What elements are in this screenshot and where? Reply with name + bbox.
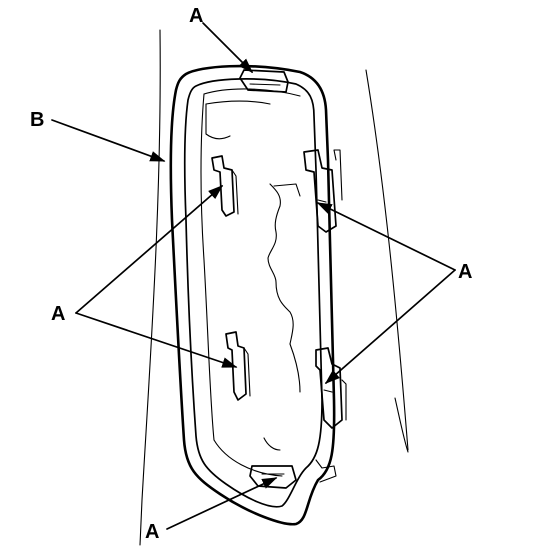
callout-labels: A B A A A (30, 5, 472, 543)
callout-a-right: A (458, 261, 472, 283)
callout-a-top: A (189, 5, 203, 27)
callout-a-left: A (51, 303, 65, 325)
leader-right-upper (316, 202, 456, 271)
trim-housing (169, 64, 336, 526)
bottom-clip (249, 437, 337, 489)
housing-outer-edge (169, 64, 336, 526)
left-clip-upper (211, 155, 239, 217)
right-clip-upper (303, 149, 343, 233)
callout-b: B (30, 109, 44, 131)
left-clip-lower (225, 331, 251, 401)
callout-a-bottom: A (145, 521, 159, 543)
right-clip-lower (315, 347, 347, 429)
leader-top-clip (202, 22, 254, 74)
housing-inner-lip (183, 78, 323, 508)
center-channel (267, 183, 301, 393)
body-panel-lines (139, 29, 409, 546)
leader-housing (51, 119, 166, 162)
leader-bottom-clip (166, 477, 278, 530)
leader-right-lower (324, 269, 456, 385)
leader-lines (51, 22, 456, 530)
leader-left-lower (75, 312, 238, 368)
leader-left-upper (75, 184, 224, 314)
